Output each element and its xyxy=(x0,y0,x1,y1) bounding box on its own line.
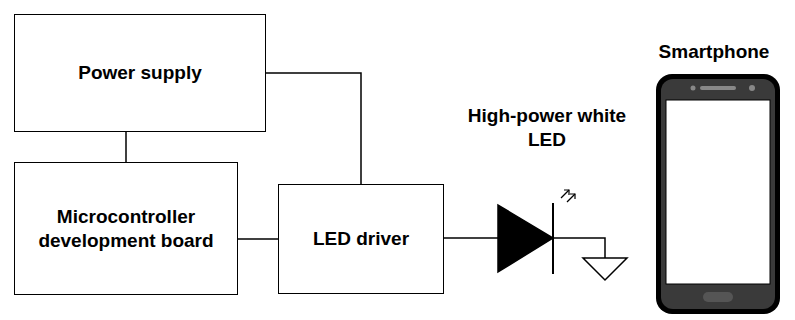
light-emission-arrows xyxy=(561,190,575,202)
connector-line xyxy=(238,239,278,240)
process-box: Microcontroller development board xyxy=(14,162,238,295)
device-label: Smartphone xyxy=(636,40,792,64)
process-box: Power supply xyxy=(14,14,266,132)
box-text: Microcontroller development board xyxy=(23,205,229,253)
led-triangle xyxy=(498,205,553,272)
ground-wire xyxy=(553,238,605,258)
box-text: LED driver xyxy=(313,227,409,251)
component-label: High-power white LED xyxy=(462,104,632,152)
led-wire xyxy=(444,237,498,239)
process-box: LED driver xyxy=(278,184,444,294)
connector-line xyxy=(126,132,127,162)
connector-line xyxy=(266,73,361,184)
smartphone-illustration xyxy=(656,74,780,314)
ground-symbol xyxy=(583,258,627,280)
box-text: Power supply xyxy=(78,61,202,85)
